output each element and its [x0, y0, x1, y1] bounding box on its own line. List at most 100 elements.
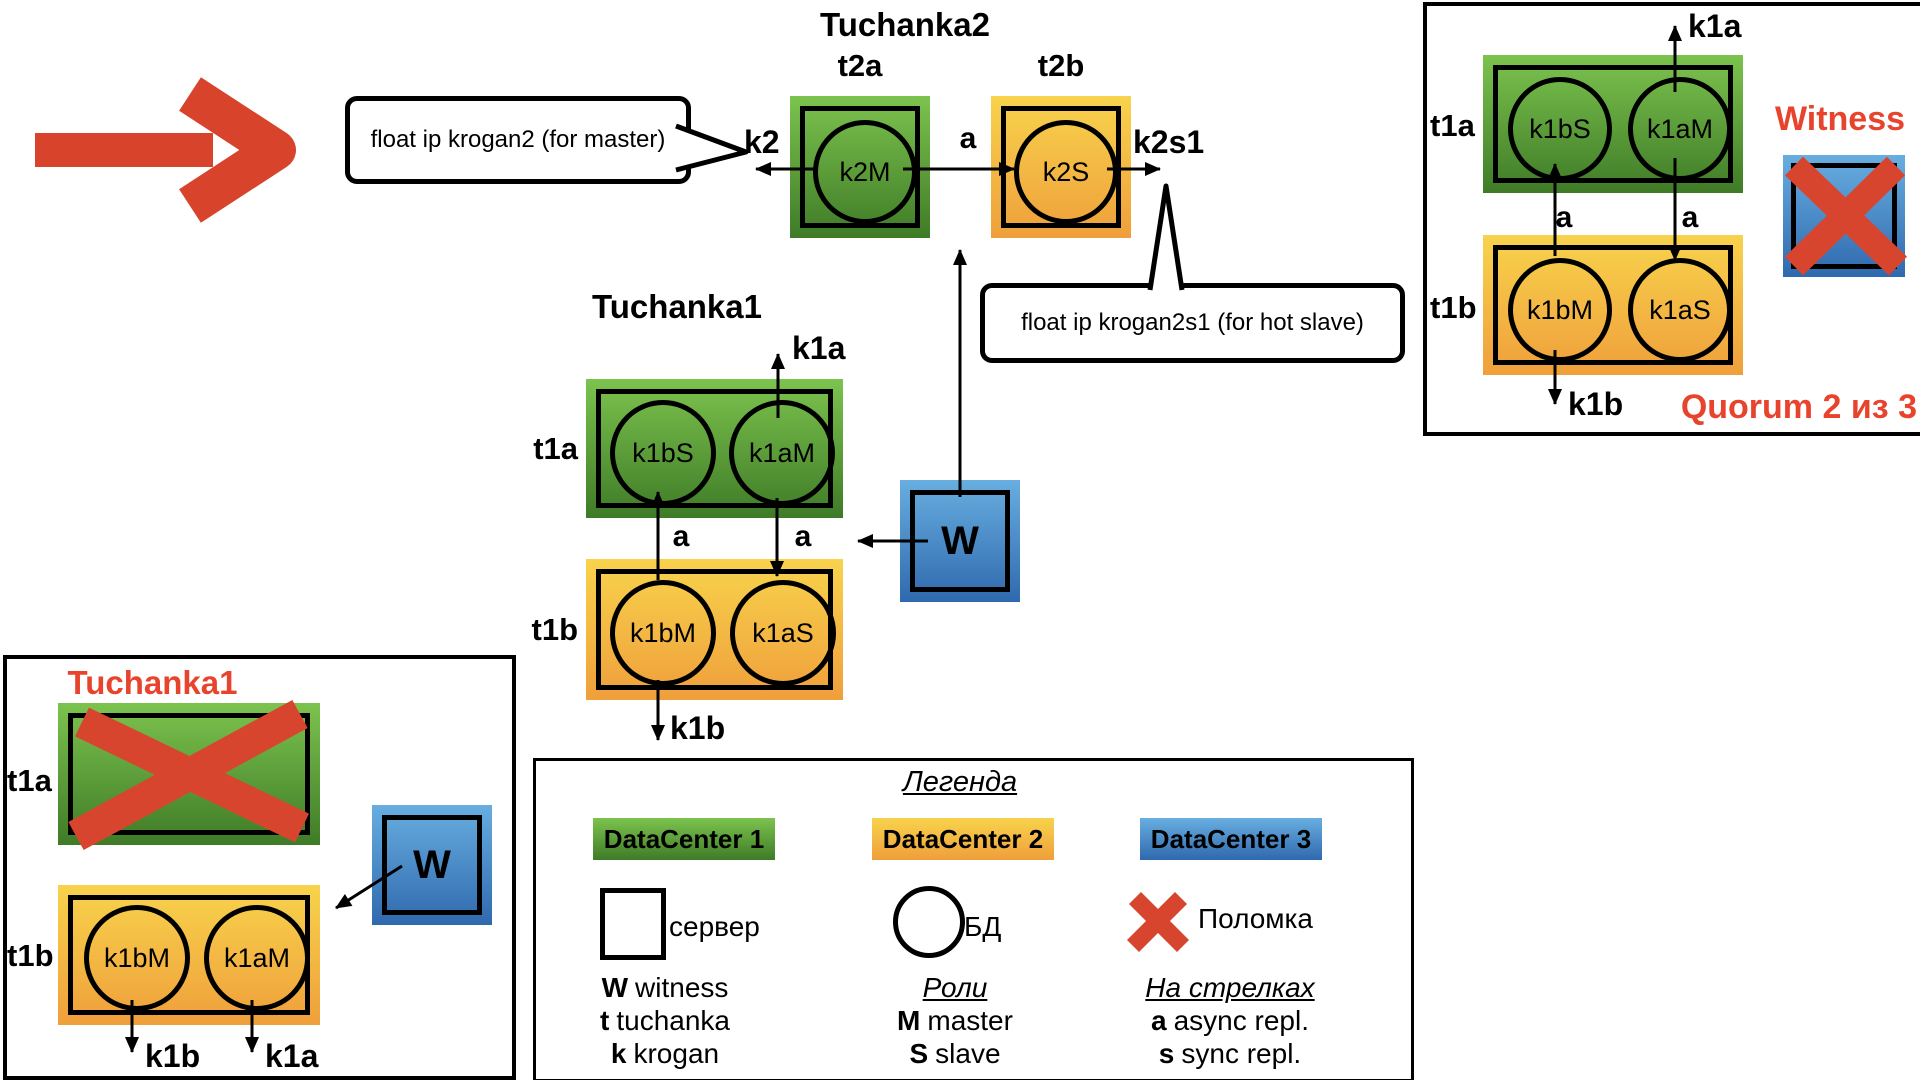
- arrow-key: a: [1151, 1005, 1167, 1036]
- callout-float-ip-slave: float ip krogan2s1 (for hot slave): [980, 283, 1405, 363]
- server-border: [1791, 163, 1897, 269]
- db-label: k1bM: [629, 617, 697, 648]
- abbrev-key: k: [610, 1038, 627, 1069]
- callout-text: float ip krogan2s1 (for hot slave): [1021, 309, 1364, 336]
- quorum-server-b-box: k1bM k1aS: [1483, 235, 1743, 375]
- badge-label: DataCenter 2: [882, 823, 1044, 854]
- db-circle-k1aS: k1aS: [1628, 258, 1732, 362]
- db-circle-k1bS: k1bS: [610, 400, 716, 506]
- db-label: k1bM: [103, 942, 171, 973]
- abbrev-label: krogan: [633, 1038, 720, 1069]
- quorum-note: Quorum 2 из 3: [1680, 388, 1917, 426]
- float-ip-k1a-label: k1a: [792, 330, 846, 366]
- replication-a-left: a: [672, 520, 690, 553]
- witness-label: W: [941, 518, 979, 563]
- role-label: slave: [935, 1038, 1001, 1069]
- role-key: M: [897, 1005, 921, 1036]
- db-label: k1aS: [752, 617, 814, 648]
- server-border: W: [910, 490, 1010, 592]
- legend-db-label: БД: [964, 911, 1002, 942]
- float-ip-k2-label: k2: [744, 124, 780, 160]
- server-square-icon: [600, 888, 666, 960]
- db-label: k1bS: [632, 437, 694, 468]
- tuchanka1-server-b-box: k1bM k1aS: [586, 559, 843, 700]
- legend-server-label: сервер: [669, 911, 760, 942]
- witness-box: W: [372, 805, 492, 925]
- badge-label: DataCenter 1: [603, 823, 765, 854]
- witness-title: Witness: [1774, 100, 1906, 138]
- float-ip-k1b-label: k1b: [1568, 386, 1624, 422]
- server-border: W: [382, 815, 482, 915]
- arrow-label: async repl.: [1173, 1005, 1309, 1036]
- db-circle-k1aS: k1aS: [730, 580, 836, 686]
- abbrev-label: witness: [635, 972, 729, 1003]
- db-circle-k1aM: k1aM: [729, 400, 835, 506]
- db-label: k1bM: [1526, 294, 1594, 325]
- db-circle-k1bM: k1bM: [84, 905, 190, 1011]
- legend-datacenter2-badge: DataCenter 2: [872, 818, 1054, 860]
- replication-a-right: a: [794, 520, 812, 553]
- abbrev-key: W: [601, 972, 629, 1003]
- tuchanka2-server-a-label: t2a: [837, 48, 883, 83]
- tuchanka2-server-b-box: k2S: [991, 96, 1131, 238]
- legend-datacenter3-badge: DataCenter 3: [1140, 818, 1322, 860]
- callout-slave-tail: [1147, 183, 1185, 291]
- quorum-panel: t1a k1bS k1aM k1a a a t1b k1bM k1aS k1b …: [1423, 2, 1920, 436]
- failover-server-b-box: k1bM k1aM: [58, 885, 320, 1025]
- float-ip-k2s1-label: k2s1: [1133, 124, 1205, 160]
- quorum-server-b-label: t1b: [1430, 290, 1477, 325]
- failover-panel: Tuchanka1 t1a t1b k1bM k1aM k1b k1a W: [3, 655, 516, 1080]
- arrow-label: sync repl.: [1181, 1038, 1302, 1069]
- db-circle-k2S: k2S: [1014, 120, 1118, 224]
- tuchanka1-server-a-label: t1a: [533, 431, 578, 466]
- db-circle-k1bS: k1bS: [1508, 77, 1612, 181]
- tuchanka2-server-b-label: t2b: [1037, 48, 1085, 83]
- legend: Легенда DataCenter 1 DataCenter 2 DataCe…: [533, 758, 1414, 1080]
- role-label: master: [927, 1005, 1013, 1036]
- callout-float-ip-master: float ip krogan2 (for master): [345, 96, 691, 184]
- legend-datacenter1-badge: DataCenter 1: [593, 818, 775, 860]
- db-circle-k1bM: k1bM: [610, 580, 716, 686]
- db-label: k1aM: [748, 437, 816, 468]
- db-circle-k1aM: k1aM: [1628, 77, 1732, 181]
- db-label: k1bS: [1529, 113, 1591, 144]
- server-border: [68, 713, 310, 835]
- witness-box: W: [900, 480, 1020, 602]
- db-label: k1aM: [223, 942, 291, 973]
- db-circle-k2M: k2M: [813, 120, 917, 224]
- callout-text: float ip krogan2 (for master): [370, 126, 666, 153]
- float-ip-k1a-label: k1a: [1688, 8, 1742, 44]
- db-label: k2M: [839, 156, 891, 187]
- tuchanka2-title: Tuchanka2: [820, 6, 990, 43]
- legend-title: Легенда: [902, 766, 1018, 798]
- failover-title: Tuchanka1: [67, 664, 238, 701]
- db-label: k1aS: [1649, 294, 1711, 325]
- legend-arrows-title: На стрелках: [1145, 972, 1315, 1003]
- db-label: k1aM: [1646, 113, 1714, 144]
- witness-label: W: [413, 842, 451, 887]
- db-circle-icon: [893, 886, 965, 958]
- db-label: k2S: [1042, 156, 1090, 187]
- tuchanka1-server-a-box: k1bS k1aM: [586, 379, 843, 518]
- replication-a-label: a: [959, 122, 977, 155]
- big-red-arrow-icon: [35, 77, 296, 223]
- failover-server-a-label: t1a: [7, 763, 52, 798]
- failed-witness-box: [1783, 155, 1905, 277]
- server-border: [800, 106, 920, 228]
- tuchanka2-server-a-box: k2M: [790, 96, 930, 238]
- failover-server-b-label: t1b: [7, 938, 54, 973]
- tuchanka1-server-b-label: t1b: [531, 612, 579, 647]
- legend-roles-title: Роли: [922, 972, 988, 1003]
- db-circle-k1bM: k1bM: [1508, 258, 1612, 362]
